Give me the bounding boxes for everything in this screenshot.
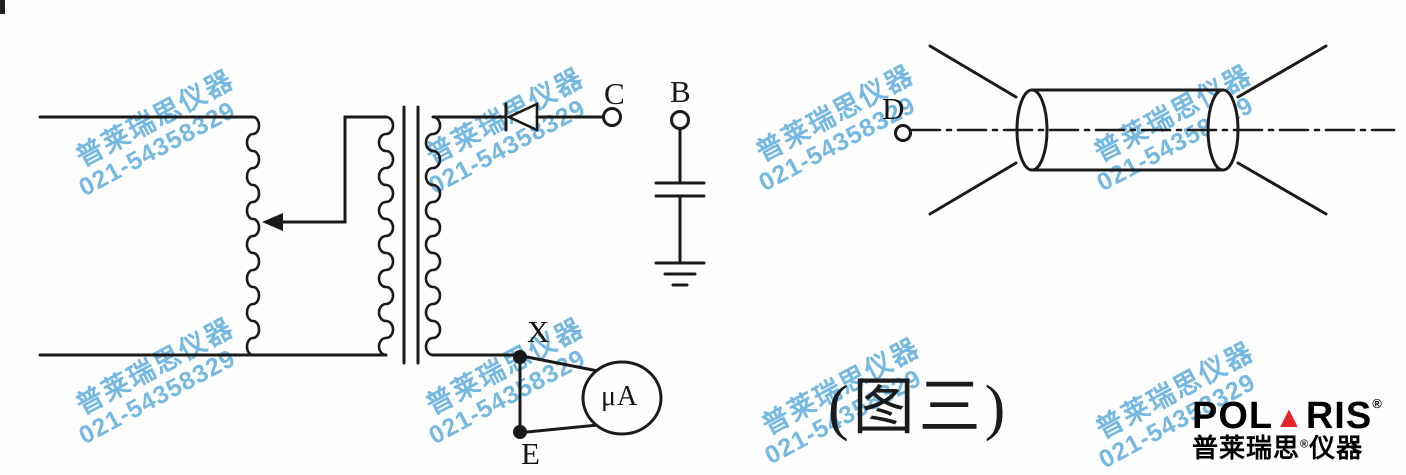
brand-logo: POL ▲ RIS ® 普莱瑞思®仪器	[1192, 397, 1383, 462]
tap-wire	[268, 115, 388, 224]
diagonal-ray	[928, 161, 1018, 216]
autotransformer-winding	[245, 115, 261, 357]
terminal-d-circle	[894, 124, 912, 142]
secondary-winding	[424, 115, 442, 357]
brand-cn-pre: 普莱瑞思	[1192, 433, 1301, 463]
brand-name: POL ▲ RIS ®	[1192, 397, 1383, 435]
brand-chinese-name: 普莱瑞思®仪器	[1192, 433, 1383, 463]
diagonal-ray	[1236, 44, 1328, 99]
label-terminal-c: C	[604, 76, 625, 111]
label-terminal-d: D	[882, 91, 905, 126]
label-terminal-e: E	[521, 436, 540, 471]
figure-caption: (图三)	[828, 374, 1010, 442]
label-microammeter: μA	[601, 381, 639, 412]
registered-mark: ®	[1372, 396, 1383, 411]
brand-name-post: RIS	[1305, 395, 1373, 437]
terminal-b-circle	[670, 110, 690, 130]
terminal-e-dot	[513, 425, 527, 439]
terminal-c-circle	[602, 107, 622, 127]
brand-cn-post: 仪器	[1309, 433, 1364, 463]
meter-bottom-lead	[525, 423, 600, 434]
scan-artifact	[0, 0, 5, 14]
registered-mark-small: ®	[1300, 438, 1310, 451]
label-terminal-x: X	[527, 314, 550, 349]
meter-top-lead	[525, 355, 600, 373]
brand-name-pre: POL	[1192, 395, 1274, 437]
meter-circle	[581, 360, 663, 436]
diagonal-ray	[928, 44, 1018, 99]
triangle-icon: ▲	[1274, 400, 1305, 434]
primary-winding	[377, 115, 395, 357]
diagonal-ray	[1236, 161, 1328, 216]
diode-icon	[505, 101, 539, 133]
label-terminal-b: B	[670, 74, 691, 109]
tap-arrow-icon	[262, 213, 283, 231]
